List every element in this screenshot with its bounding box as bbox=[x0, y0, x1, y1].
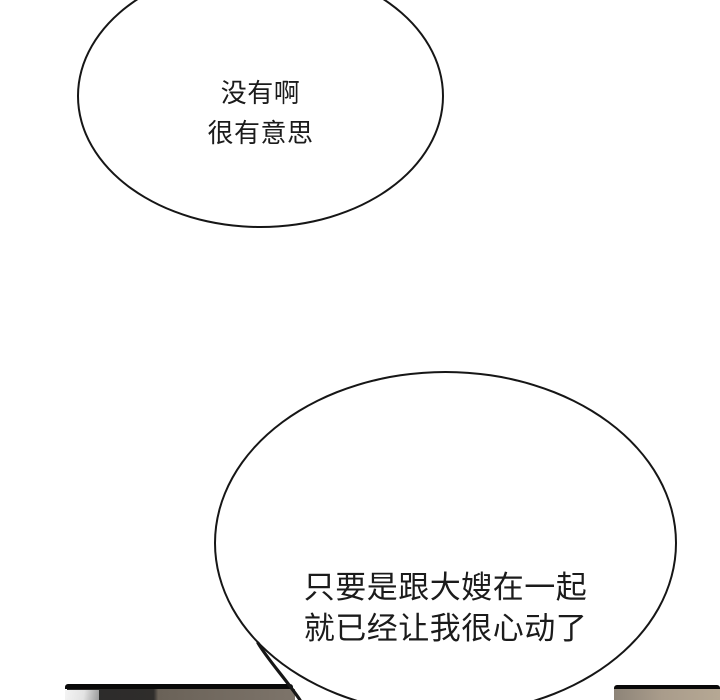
desk-edge-right-face bbox=[614, 689, 720, 700]
desk-edge-left-face bbox=[67, 689, 295, 700]
desk-edge-left bbox=[65, 684, 295, 700]
desk-edge-right bbox=[614, 685, 720, 700]
speech-balloon-2-line-1: 只要是跟大嫂在一起 bbox=[303, 570, 588, 605]
speech-balloon-1-line-1: 没有啊 bbox=[220, 78, 301, 108]
speech-balloon-2: 只要是跟大嫂在一起 就已经让我很心动了 bbox=[214, 371, 677, 700]
speech-balloon-1: 没有啊 很有意思 bbox=[77, 0, 444, 228]
speech-balloon-1-line-2: 很有意思 bbox=[207, 118, 314, 148]
desk-edge-left-rim bbox=[65, 684, 293, 689]
desk-edge-right-rim bbox=[614, 685, 720, 690]
speech-balloon-2-line-2: 就已经让我很心动了 bbox=[303, 611, 588, 646]
desk-edge-left-highlight bbox=[65, 690, 99, 700]
